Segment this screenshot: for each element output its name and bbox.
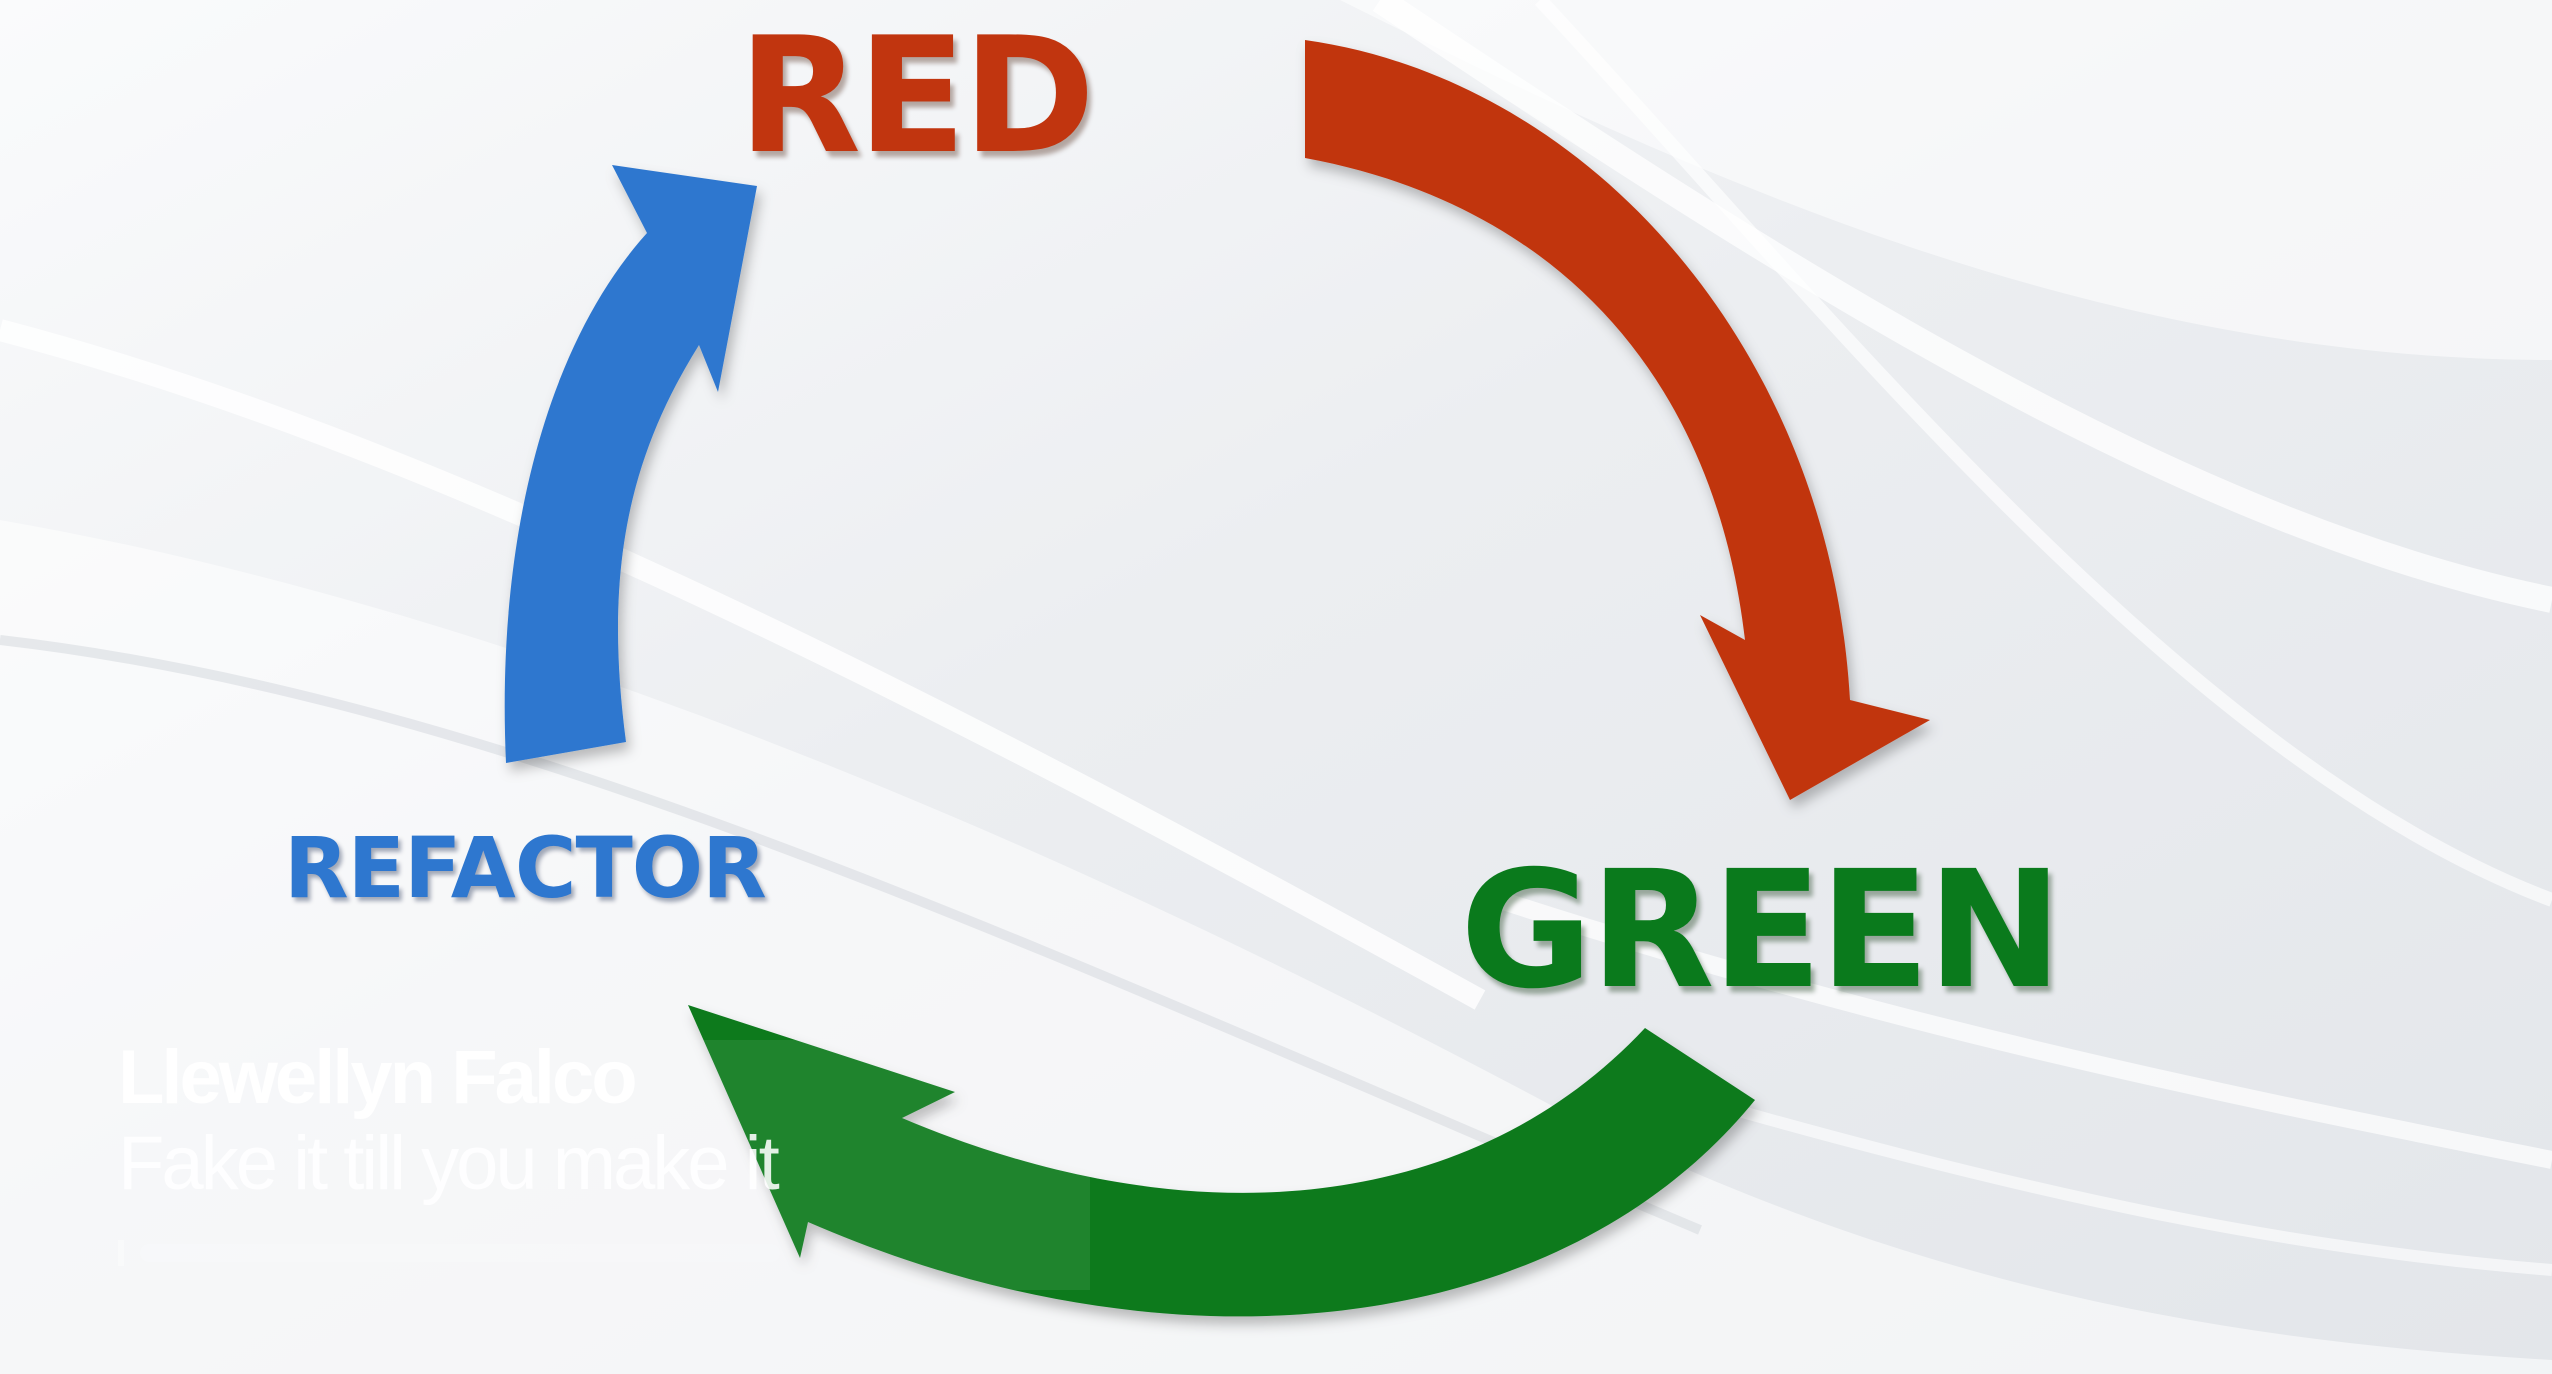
- stage-label-refactor: REFACTOR: [284, 819, 767, 917]
- green-to-refactor-arrow: [688, 1005, 1755, 1317]
- cycle-arrows: [504, 40, 1930, 1317]
- stage-label-red: RED: [738, 2, 1095, 189]
- stage-label-green: GREEN: [1460, 837, 2063, 1025]
- red-to-green-arrow: [1305, 40, 1930, 800]
- lower-third-shade: [90, 1040, 1090, 1290]
- refactor-to-red-arrow: [504, 165, 757, 763]
